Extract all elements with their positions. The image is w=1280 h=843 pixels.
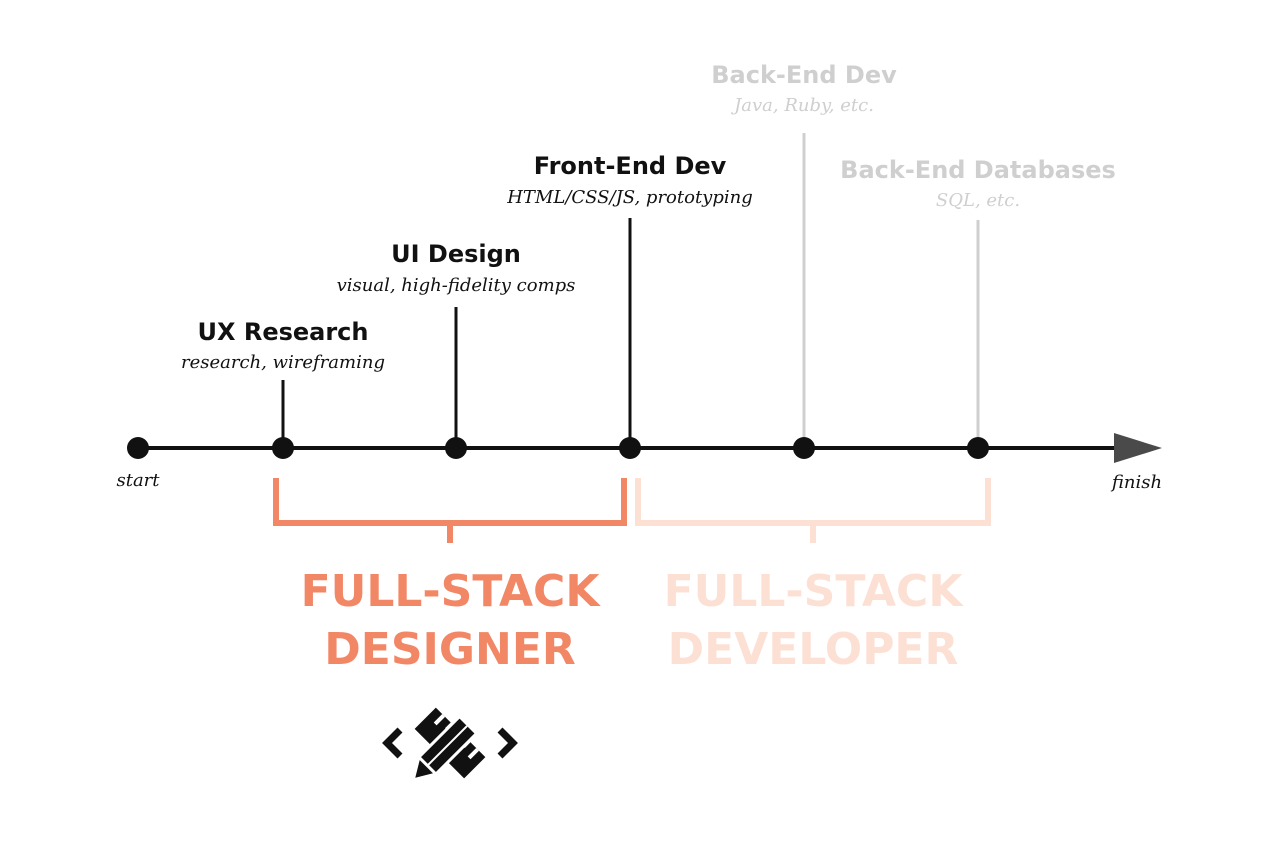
milestone-subtitle-front-end-dev: HTML/CSS/JS, prototyping	[506, 187, 753, 208]
designer-label-line2: DESIGNER	[324, 624, 576, 675]
milestone-dot-back-end-databases	[967, 437, 989, 459]
milestone-dot-front-end-dev	[619, 437, 641, 459]
milestone-title-back-end-databases: Back-End Databases	[840, 156, 1116, 184]
start-label: start	[116, 470, 160, 491]
milestone-dot-ux-research	[272, 437, 294, 459]
designer-bracket	[273, 478, 627, 543]
pencil-ruler-code-icon	[382, 707, 518, 782]
designer-label-line1: FULL-STACK	[301, 566, 602, 617]
milestone-subtitle-ux-research: research, wireframing	[181, 352, 385, 373]
developer-label-line2: DEVELOPER	[668, 624, 959, 675]
milestone-subtitle-back-end-databases: SQL, etc.	[936, 190, 1020, 211]
timeline-arrowhead	[1114, 433, 1162, 463]
developer-bracket	[635, 478, 991, 543]
milestone-subtitle-ui-design: visual, high-fidelity comps	[337, 275, 576, 296]
developer-label-line1: FULL-STACK	[664, 566, 965, 617]
start-dot	[127, 437, 149, 459]
milestone-dot-ui-design	[445, 437, 467, 459]
milestone-title-back-end-dev: Back-End Dev	[711, 61, 897, 89]
milestone-title-ux-research: UX Research	[197, 318, 368, 346]
milestone-title-ui-design: UI Design	[391, 240, 521, 268]
finish-label: finish	[1110, 472, 1162, 493]
milestone-subtitle-back-end-dev: Java, Ruby, etc.	[730, 95, 874, 116]
milestone-dot-back-end-dev	[793, 437, 815, 459]
milestone-title-front-end-dev: Front-End Dev	[534, 152, 727, 180]
